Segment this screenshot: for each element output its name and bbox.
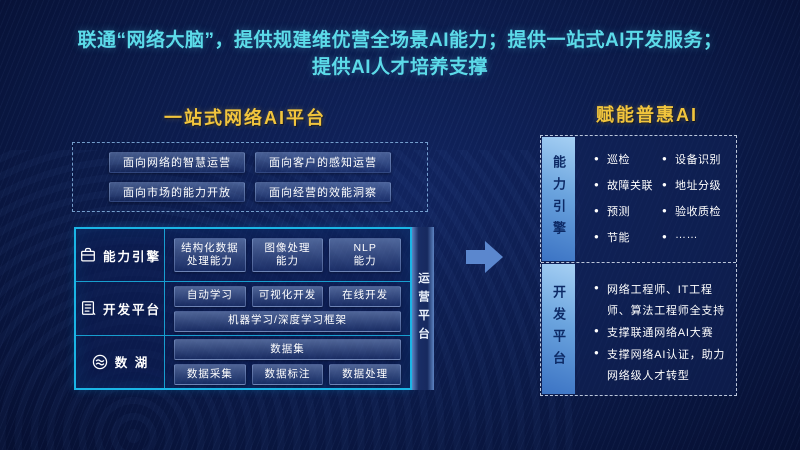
- dev-row: 开发平台 自动学习 可视化开发 在线开发 机器学习/深度学习框架: [76, 282, 410, 336]
- lake-row: 数 湖 数据集 数据采集 数据标注 数据处理: [76, 335, 410, 388]
- empower-engine-section: 能力引擎 巡检 故障关联 预测 节能 设备识别 地址分级 验收质检 ……: [541, 136, 736, 263]
- lake-item-data-processing: 数据处理: [329, 363, 402, 385]
- operations-platform-label: 运营平台: [417, 271, 429, 346]
- dev-item-auto-learning: 自动学习: [174, 285, 246, 307]
- lake-item-data-collection: 数据采集: [174, 363, 246, 385]
- engine-capability-column-1: 巡检 故障关联 预测 节能: [594, 151, 662, 258]
- empower-panel: 能力引擎 巡检 故障关联 预测 节能 设备识别 地址分级 验收质检 ……: [540, 135, 737, 396]
- capability-inspection: 巡检: [594, 151, 662, 167]
- engine-item-image-processing: 图像处理 能力: [251, 238, 324, 273]
- benefit-ai-competition: 支撑联通网络AI大赛: [594, 323, 730, 344]
- left-section-title: 一站式网络AI平台: [164, 108, 326, 128]
- platform-box: 能力引擎 结构化数据 处理能力 图像处理 能力 NLP 能力: [74, 227, 412, 390]
- engine-row-label: 能力引擎: [76, 229, 165, 282]
- dev-row-label-text: 开发平台: [102, 302, 161, 317]
- dev-item-online-dev: 在线开发: [329, 285, 402, 307]
- lake-icon: [92, 354, 107, 370]
- lake-row-label-text: 数 湖: [114, 356, 150, 371]
- engine-capability-column-2: 设备识别 地址分级 验收质检 ……: [662, 151, 732, 258]
- empower-engine-label: 能力引擎: [551, 155, 566, 243]
- dev-item-visual-dev: 可视化开发: [251, 285, 324, 307]
- empower-dev-label-bar: 开发平台: [542, 264, 575, 394]
- engine-row-content: 结构化数据 处理能力 图像处理 能力 NLP 能力: [165, 229, 410, 281]
- dev-row-label: 开发平台: [76, 282, 165, 335]
- engine-item-structured-data: 结构化数据 处理能力: [174, 238, 246, 273]
- slide-title-line1: 联通“网络大脑”，提供规建维优营全场景AI能力；提供一站式AI开发服务；: [77, 30, 723, 51]
- engine-row: 能力引擎 结构化数据 处理能力 图像处理 能力 NLP 能力: [76, 229, 410, 283]
- scenario-box: 面向网络的智慧运营 面向客户的感知运营 面向市场的能力开放 面向经营的效能洞察: [72, 142, 428, 212]
- slide-title: 联通“网络大脑”，提供规建维优营全场景AI能力；提供一站式AI开发服务； 提供A…: [0, 27, 800, 81]
- capability-acceptance-qc: 验收质检: [662, 203, 732, 219]
- empower-engine-label-bar: 能力引擎: [542, 137, 575, 261]
- capability-energy-saving: 节能: [594, 229, 662, 245]
- lake-row-content: 数据集 数据采集 数据标注 数据处理: [165, 336, 410, 388]
- capability-ellipsis: ……: [662, 229, 732, 244]
- empower-engine-content: 巡检 故障关联 预测 节能 设备识别 地址分级 验收质检 ……: [576, 136, 736, 262]
- dev-row-content: 自动学习 可视化开发 在线开发 机器学习/深度学习框架: [165, 282, 410, 334]
- capability-address-grading: 地址分级: [662, 177, 732, 193]
- dev-item-ml-framework: 机器学习/深度学习框架: [174, 310, 401, 332]
- scenario-item-customer-perception: 面向客户的感知运营: [255, 152, 391, 173]
- lake-row-label: 数 湖: [76, 335, 165, 388]
- benefit-ai-certification: 支撑网络AI认证，助力网络级人才转型: [594, 345, 730, 387]
- right-section-title: 赋能普惠AI: [596, 105, 698, 125]
- benefit-engineer-support: 网络工程师、IT工程师、算法工程师全支持: [594, 280, 730, 322]
- lake-item-dataset: 数据集: [174, 338, 401, 360]
- capability-prediction: 预测: [594, 203, 662, 219]
- lake-item-data-labeling: 数据标注: [251, 363, 324, 385]
- scenario-item-network-ops: 面向网络的智慧运营: [109, 152, 245, 173]
- capability-fault-correlation: 故障关联: [594, 177, 662, 193]
- engine-row-label-text: 能力引擎: [102, 249, 161, 264]
- capability-device-recognition: 设备识别: [662, 151, 732, 167]
- empower-dev-content: 网络工程师、IT工程师、算法工程师全支持 支撑联通网络AI大赛 支撑网络AI认证…: [576, 263, 736, 395]
- right-arrow-icon: [466, 241, 503, 273]
- engine-item-nlp: NLP 能力: [329, 238, 402, 273]
- scenario-item-business-insight: 面向经营的效能洞察: [255, 181, 391, 202]
- dev-benefit-list: 网络工程师、IT工程师、算法工程师全支持 支撑联通网络AI大赛 支撑网络AI认证…: [576, 263, 736, 392]
- empower-dev-section: 开发平台 网络工程师、IT工程师、算法工程师全支持 支撑联通网络AI大赛 支撑网…: [541, 263, 736, 395]
- slide-title-line2: 提供AI人才培养支撑: [311, 57, 488, 78]
- operations-platform-bar: 运营平台: [412, 227, 434, 390]
- empower-dev-label: 开发平台: [551, 285, 566, 373]
- notebook-icon: [81, 301, 96, 316]
- scenario-item-market-capability: 面向市场的能力开放: [109, 181, 245, 202]
- toolbox-icon: [81, 248, 95, 262]
